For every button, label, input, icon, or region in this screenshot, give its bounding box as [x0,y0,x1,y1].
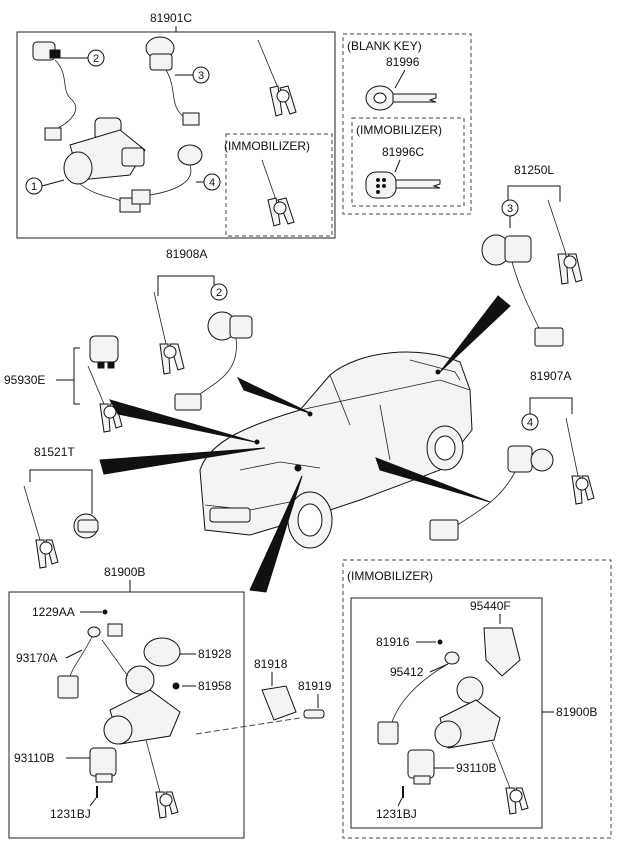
callout-1 [25,177,43,195]
group-81900B-right: (IMMOBILIZER) 95440F 81916 95412 81900B … [342,559,612,839]
immobilizer-antenna-95412 [377,651,460,745]
switch-93110B-left [89,747,117,783]
label-81908A: 81908A [166,247,207,261]
key-set-top [257,39,297,117]
lock-cylinder-3 [145,36,200,126]
box-81900B-right [350,597,543,829]
box-immobilizer-bottom [342,559,612,839]
note-immobilizer-bottom: (IMMOBILIZER) [347,569,433,583]
label-81521T: 81521T [34,445,75,459]
label-81900B-left: 81900B [104,565,145,579]
key-set-81900B-right [491,741,529,815]
box-blank-key [342,33,472,215]
switch-93110B-right [407,749,435,785]
lock-cylinder-part [32,41,77,141]
ignition-switch-assembly [63,117,146,213]
label-93110B-right: 93110B [456,761,496,775]
callout-2-num: 2 [93,53,99,65]
key-set-81250L [547,199,583,285]
group-81250L: 81250L 3 [481,163,583,347]
callout-3-num: 3 [198,70,204,82]
callout-2 [87,49,105,67]
illumination-part [57,623,123,699]
label-95440F: 95440F [470,599,511,613]
label-95930E: 95930E [4,373,45,387]
key-set-81907A [565,417,595,505]
callout-2-center-num: 2 [216,287,222,299]
label-81907A: 81907A [530,369,571,383]
label-81901C: 81901C [150,11,192,25]
label-93170A: 93170A [16,651,57,665]
callout-3 [192,66,210,84]
label-81958: 81958 [198,679,232,693]
key-set-95930E [87,365,123,433]
callout-4-right-num: 4 [527,417,533,429]
lock-cylinder-81908A [174,311,253,411]
label-81928: 81928 [198,647,232,661]
callout-3-right-num: 3 [507,203,513,215]
door-lock-cylinder [481,234,564,347]
box-81901C [16,31,336,239]
key-set-81521T [23,485,59,569]
cover-95440F [483,627,521,677]
immobilizer-key-icon [365,171,441,199]
label-95412: 95412 [390,665,424,679]
key-set-81900B-left [145,739,179,819]
label-1231BJ-left: 1231BJ [50,807,91,821]
box-immobilizer-top [225,133,333,237]
callout-4-num: 4 [209,177,215,189]
box-81900B-left [8,591,245,839]
label-1229AA: 1229AA [32,605,75,619]
label-93110B-left: 93110B [14,751,54,765]
label-81900B-right: 81900B [556,705,597,719]
label-1231BJ-right: 1231BJ [376,807,417,821]
group-81908A: 81908A 2 [153,247,253,411]
note-immobilizer-key: (IMMOBILIZER) [356,123,442,137]
group-blank-key: (BLANK KEY) 81996 (IMMOBILIZER) 81996C [342,33,472,215]
group-95930E: 95930E [4,335,123,433]
trunk-cylinder-81521T [73,513,99,539]
callout-4-right [521,413,539,431]
note-immobilizer-top: (IMMOBILIZER) [224,139,310,153]
note-blank-key: (BLANK KEY) [347,39,422,53]
callout-1-num: 1 [31,181,37,193]
ignition-body [101,639,181,745]
door-lock-81907A [429,445,554,541]
group-81918-81919: 81918 81919 [195,657,332,735]
label-81996C: 81996C [382,145,424,159]
group-81521T: 81521T [23,445,99,569]
bracket-81918 [261,685,297,721]
leader-wedges [99,295,511,593]
car-illustration [199,351,473,549]
label-81916: 81916 [376,635,410,649]
box-immobilizer-key [351,117,465,207]
group-81900B-left: 81900B 1229AA 93170A 81928 81958 93110B [8,565,245,839]
label-81250L: 81250L [514,163,554,177]
immobilizer-coil-part [131,144,203,205]
key-set-immobilizer [261,159,295,227]
label-81919: 81919 [298,679,332,693]
callout-2-center [210,283,228,301]
group-81901C: 81901C (IMMOBILIZER) 2 3 [16,11,336,239]
label-81996: 81996 [386,55,420,69]
label-81918: 81918 [254,657,288,671]
pin-81919 [303,709,325,719]
ignition-body-right [434,676,501,749]
group-81907A: 81907A 4 [429,369,595,541]
key-set-81908A [153,291,185,375]
key-receptacle-95930E [89,335,119,369]
ring-81928 [143,637,181,667]
callout-4 [203,173,221,191]
blank-key-icon [365,85,437,111]
